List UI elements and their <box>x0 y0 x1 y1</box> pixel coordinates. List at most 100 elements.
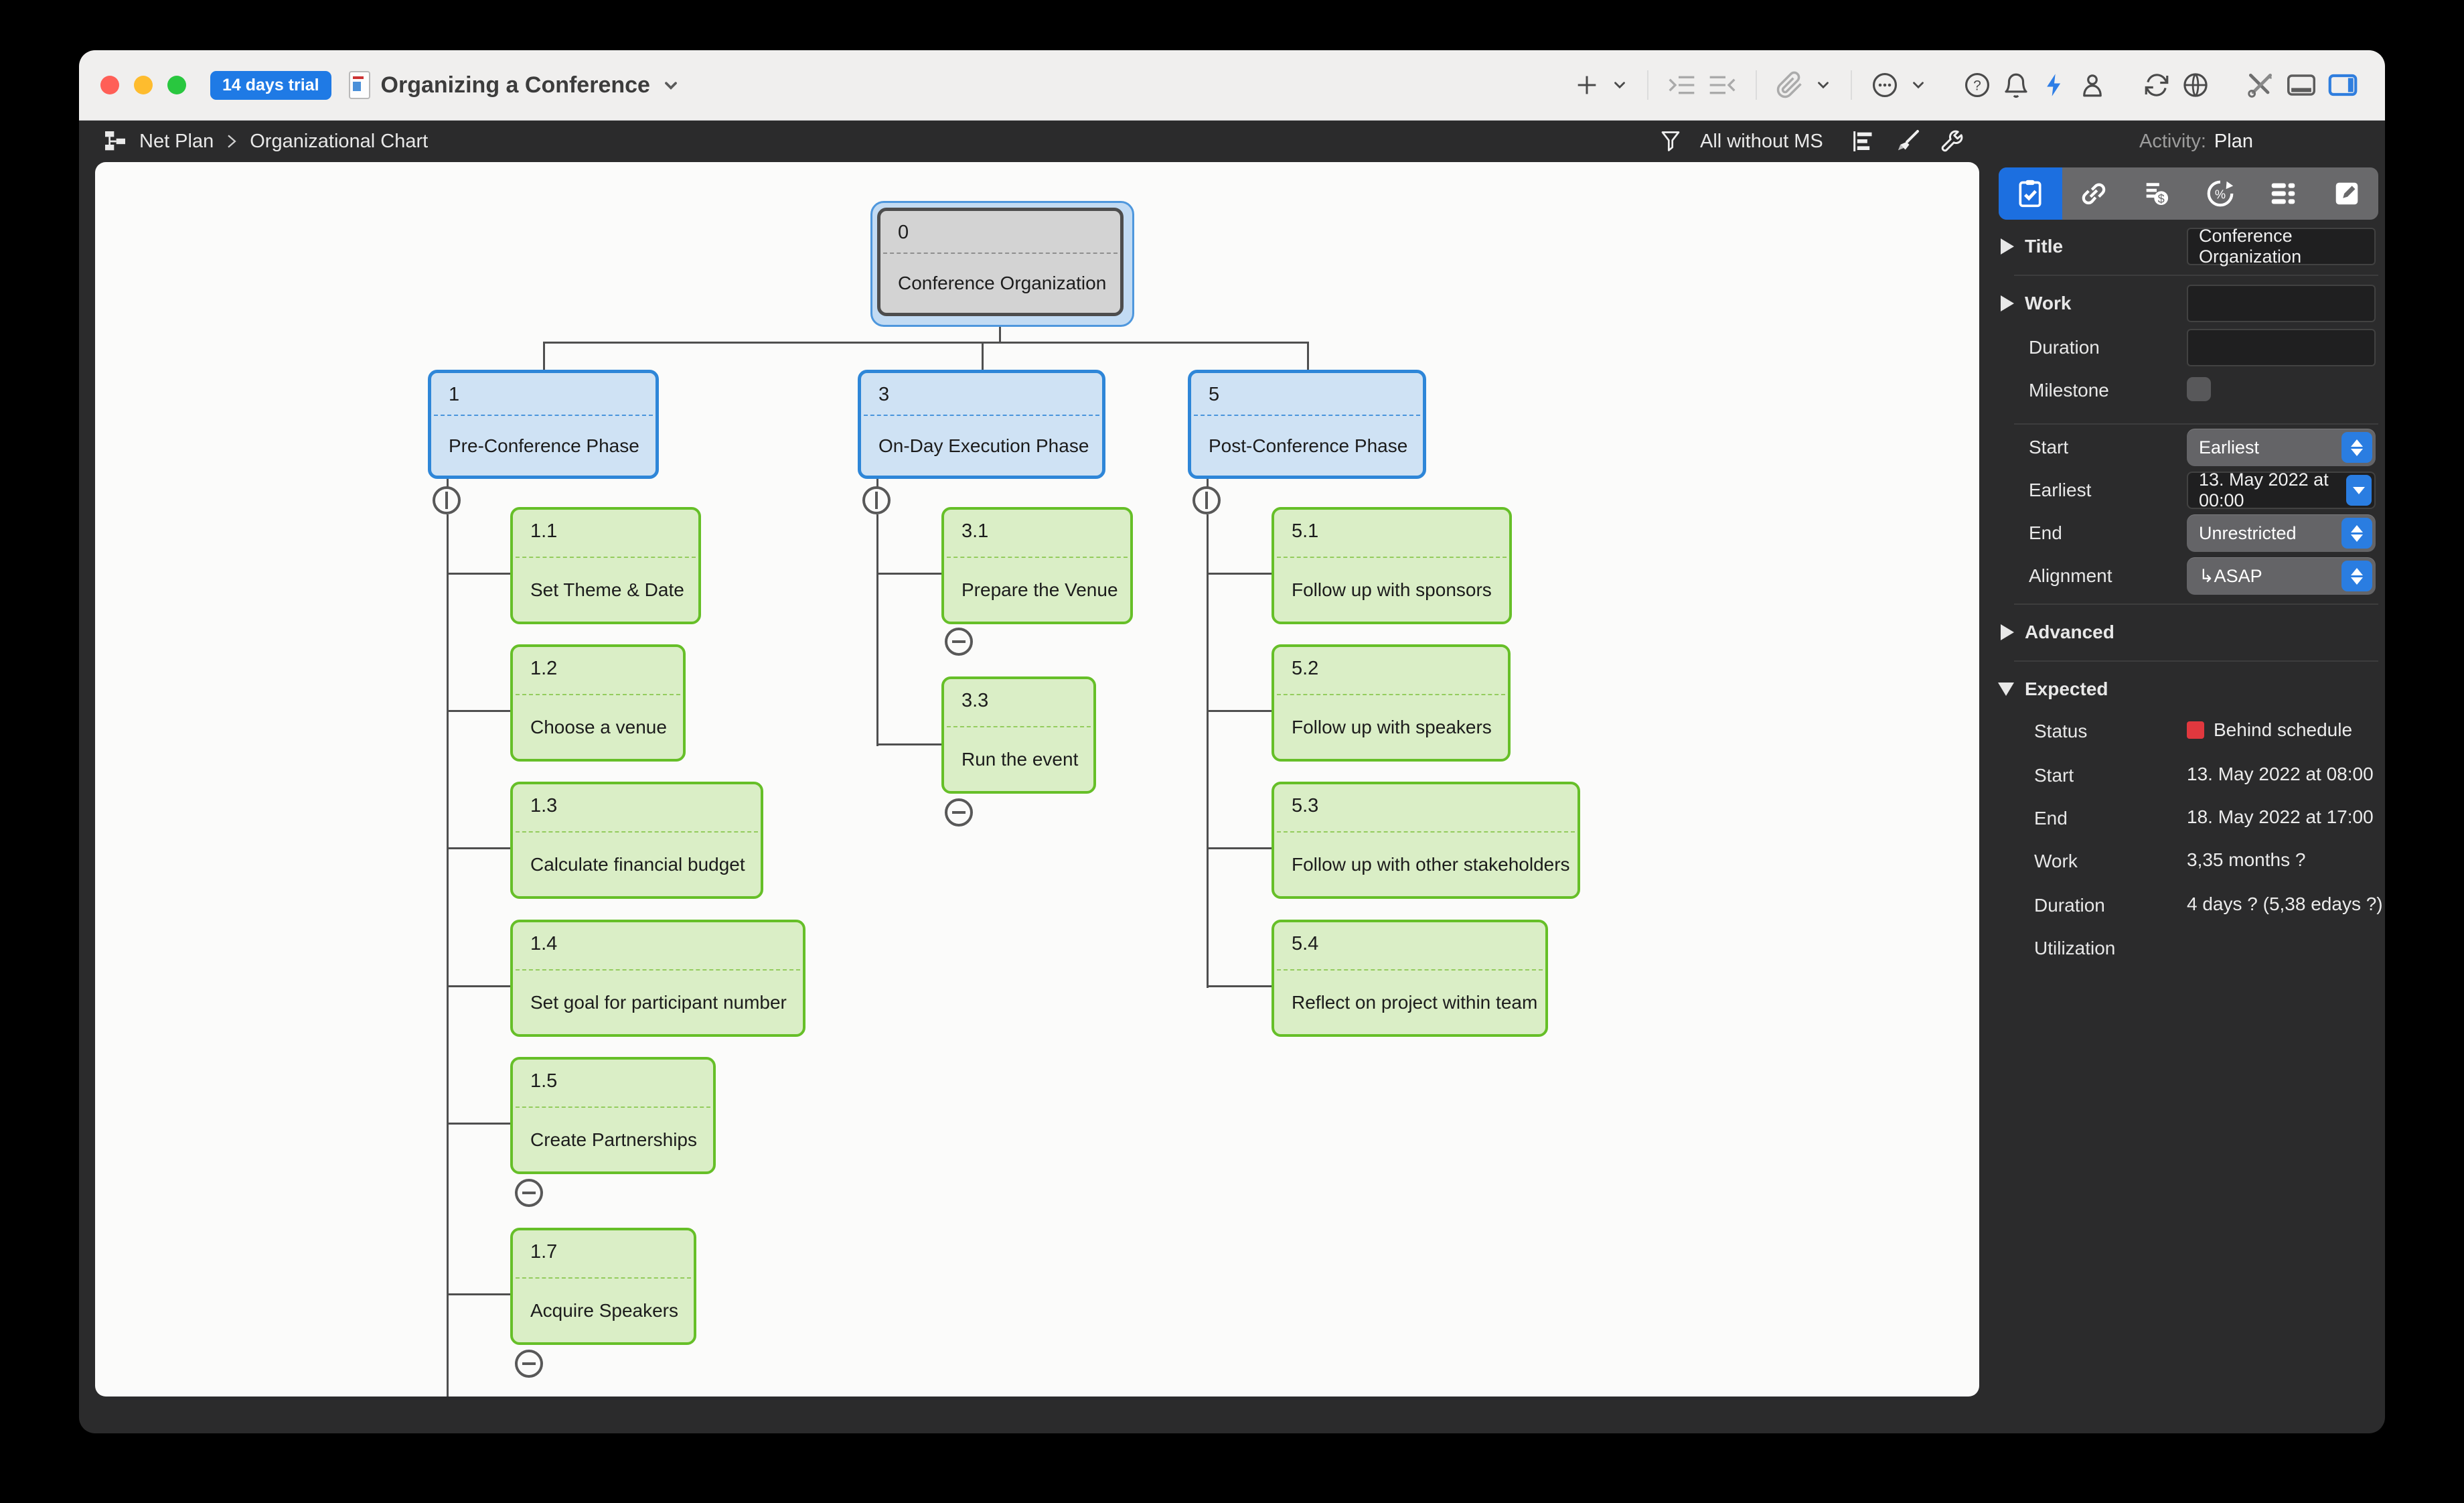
earliest-date-field[interactable]: 13. May 2022 at 00:00 <box>2187 470 2376 510</box>
start-popup[interactable]: Earliest <box>2187 429 2376 466</box>
end-popup-stepper-icon[interactable] <box>2341 518 2372 549</box>
section-row-expected[interactable]: Expected <box>1982 669 2385 709</box>
field-row-work: Work <box>1982 283 2385 324</box>
node-title: Choose a venue <box>530 716 667 737</box>
title-field-label: Title <box>2025 236 2064 257</box>
node-title: On-Day Execution Phase <box>878 435 1089 456</box>
collapse-trunk-icon[interactable] <box>1192 486 1221 514</box>
earliest-dropdown-icon[interactable] <box>2346 475 2372 506</box>
collapse-minus-icon[interactable] <box>945 798 973 827</box>
minimize-window-button[interactable] <box>134 76 153 94</box>
node-divider <box>864 415 1099 416</box>
org-chart-icon <box>105 131 125 151</box>
end-popup[interactable]: Unrestricted <box>2187 514 2376 552</box>
expected-end-value: 18. May 2022 at 17:00 <box>2187 806 2374 827</box>
breadcrumb-page[interactable]: Organizational Chart <box>250 130 429 152</box>
add-chevron-icon[interactable] <box>1606 76 1634 94</box>
tab-activity-clipboard-icon[interactable] <box>1999 167 2062 220</box>
node-title: Acquire Speakers <box>530 1299 679 1321</box>
indent-icon[interactable] <box>1662 72 1702 98</box>
collapse-minus-icon[interactable] <box>945 628 973 656</box>
milestone-checkbox[interactable] <box>2187 377 2211 415</box>
link-chevron-icon[interactable] <box>1809 76 1837 94</box>
notifications-bell-icon[interactable] <box>1997 71 2035 99</box>
disclosure-triangle-work[interactable] <box>2001 295 2014 311</box>
collapse-trunk-icon[interactable] <box>862 486 891 514</box>
zoom-window-button[interactable] <box>167 76 186 94</box>
toggle-right-panel-icon[interactable] <box>2322 71 2364 99</box>
node-title: Set Theme & Date <box>530 579 684 600</box>
filter-group: All without MS <box>1659 121 1965 162</box>
settings-wrench-icon[interactable] <box>1938 128 1965 155</box>
title-bar: 14 days trial Organizing a Conference ? <box>79 50 2385 121</box>
start-popup-stepper-icon[interactable] <box>2341 432 2372 463</box>
collapse-minus-icon[interactable] <box>515 1350 543 1378</box>
work-input[interactable] <box>2187 285 2376 322</box>
node-divider <box>883 253 1118 254</box>
alignment-popup-stepper-icon[interactable] <box>2341 561 2372 591</box>
help-icon[interactable]: ? <box>1958 71 1997 99</box>
breadcrumb-section[interactable]: Net Plan <box>139 130 214 152</box>
tab-links-icon[interactable] <box>2062 167 2126 220</box>
close-window-button[interactable] <box>100 76 119 94</box>
collapse-minus-icon[interactable] <box>515 1179 543 1207</box>
duration-input[interactable] <box>2187 329 2376 366</box>
alignment-popup[interactable]: ↳ASAP <box>2187 557 2376 595</box>
outline-view-icon[interactable] <box>1850 128 1877 155</box>
title-input[interactable]: Conference Organization <box>2187 226 2376 267</box>
tab-finance-icon[interactable]: $ <box>2125 167 2189 220</box>
node-title: Follow up with speakers <box>1292 716 1492 737</box>
user-icon[interactable] <box>2073 71 2112 99</box>
node-title: Prepare the Venue <box>961 579 1118 600</box>
trial-badge[interactable]: 14 days trial <box>210 70 331 100</box>
add-activity-button[interactable] <box>1568 72 1606 98</box>
connector-line <box>447 1123 512 1125</box>
lightning-icon[interactable] <box>2035 71 2073 99</box>
style-brush-icon[interactable] <box>1894 128 1921 155</box>
outdent-icon[interactable] <box>1702 72 1742 98</box>
more-actions-button[interactable] <box>1865 71 1904 99</box>
section-row-advanced[interactable]: Advanced <box>1982 612 2385 652</box>
collapse-trunk-icon[interactable] <box>433 486 461 514</box>
more-chevron-icon[interactable] <box>1904 76 1932 94</box>
tools-icon[interactable] <box>2240 70 2281 100</box>
network-globe-icon[interactable] <box>2176 71 2215 99</box>
disclosure-triangle-advanced[interactable] <box>2001 624 2014 640</box>
window-title[interactable]: Organizing a Conference <box>380 72 650 98</box>
status-label: Status <box>2034 721 2088 741</box>
node-number: 5 <box>1209 384 1220 405</box>
filter-label[interactable]: All without MS <box>1700 130 1823 152</box>
title-chevron-down-icon[interactable] <box>660 74 682 96</box>
disclosure-triangle-expected[interactable] <box>1998 683 2014 696</box>
tab-progress-icon[interactable]: % <box>2189 167 2252 220</box>
toggle-bottom-panel-icon[interactable] <box>2281 71 2322 99</box>
field-row-title: Title <box>1982 226 2385 267</box>
connector-line <box>447 847 512 849</box>
sync-icon[interactable] <box>2137 71 2176 99</box>
filter-funnel-icon[interactable] <box>1659 129 1683 154</box>
document-icon <box>348 71 370 99</box>
svg-text:?: ? <box>1973 78 1981 94</box>
connector-line <box>1207 710 1273 712</box>
breadcrumb[interactable]: Net Plan Organizational Chart <box>102 121 428 162</box>
disclosure-triangle-title[interactable] <box>2001 238 2014 255</box>
tab-notes-icon[interactable] <box>2315 167 2379 220</box>
tab-columns-icon[interactable] <box>2252 167 2315 220</box>
